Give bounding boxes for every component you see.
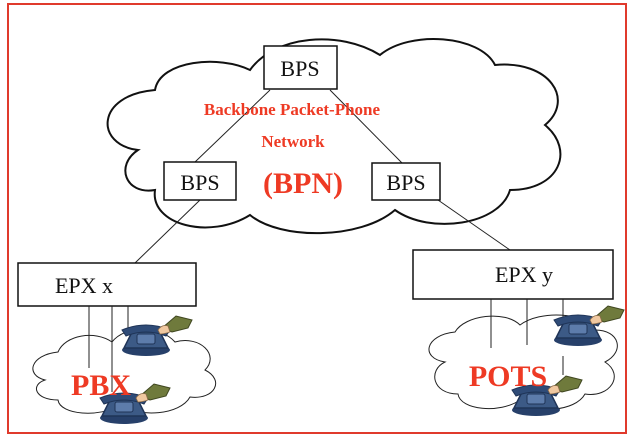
epx-x-label: EPX x [55, 273, 113, 298]
backbone-title-line1: Backbone Packet-Phone [204, 100, 381, 119]
bps-top-label: BPS [280, 56, 319, 81]
pbx-label: PBX [71, 369, 131, 402]
epx-x-box [17, 262, 197, 307]
bps-right-label: BPS [386, 170, 425, 195]
epx-y-label: EPX y [495, 262, 553, 287]
link-top-right [329, 89, 403, 164]
bps-left-label: BPS [180, 170, 219, 195]
pots-label: POTS [469, 360, 547, 393]
epx-y-box [412, 249, 614, 300]
bps-left-box [163, 161, 237, 201]
bps-top-box [263, 45, 338, 90]
link-top-left [194, 89, 271, 163]
link-right-epx [437, 199, 511, 251]
link-left-epx [134, 199, 201, 264]
backbone-title-line2: Network [261, 132, 325, 151]
bps-right-box [371, 162, 441, 201]
backbone-abbr: (BPN) [263, 167, 343, 200]
